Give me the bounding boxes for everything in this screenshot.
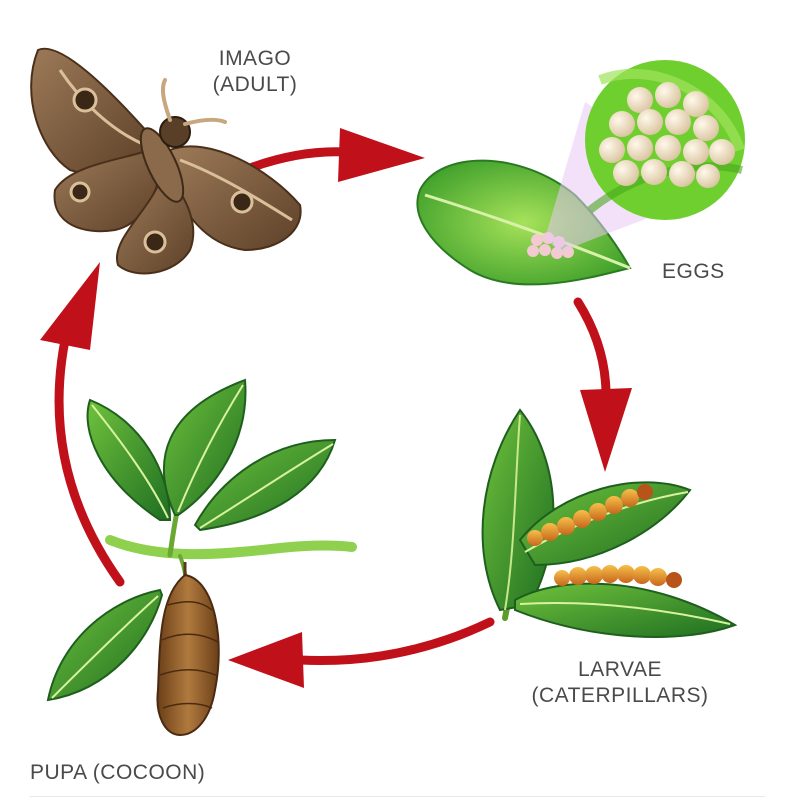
- label-imago-line1: IMAGO: [218, 47, 292, 70]
- caterpillar-upper: [527, 484, 653, 546]
- label-larvae-line2: (CATERPILLARS): [531, 684, 709, 707]
- cocoon-on-branch-icon: [46, 378, 357, 737]
- label-imago-line2: (ADULT): [212, 73, 298, 96]
- bottom-divider: [30, 796, 765, 797]
- caterpillar-lower: [554, 565, 682, 588]
- egg-cluster-magnifier-icon: [585, 60, 745, 220]
- label-larvae: LARVAE (CATERPILLARS): [500, 657, 740, 709]
- egg-cluster-large: [599, 82, 735, 188]
- arrow-larvae-to-pupa: [228, 617, 495, 688]
- label-larvae-line1: LARVAE: [578, 658, 662, 681]
- arrow-imago-to-eggs: [245, 128, 425, 182]
- label-pupa-line1: PUPA (COCOON): [30, 761, 206, 784]
- label-pupa: PUPA (COCOON): [30, 760, 250, 786]
- arrow-pupa-to-imago: [40, 262, 125, 587]
- label-eggs-line1: EGGS: [662, 260, 725, 283]
- moth-icon: [30, 47, 302, 275]
- label-eggs: EGGS: [662, 259, 742, 285]
- caterpillars-on-leaves-icon: [481, 408, 738, 638]
- label-imago: IMAGO (ADULT): [190, 46, 320, 98]
- arrow-eggs-to-larvae: [573, 297, 632, 472]
